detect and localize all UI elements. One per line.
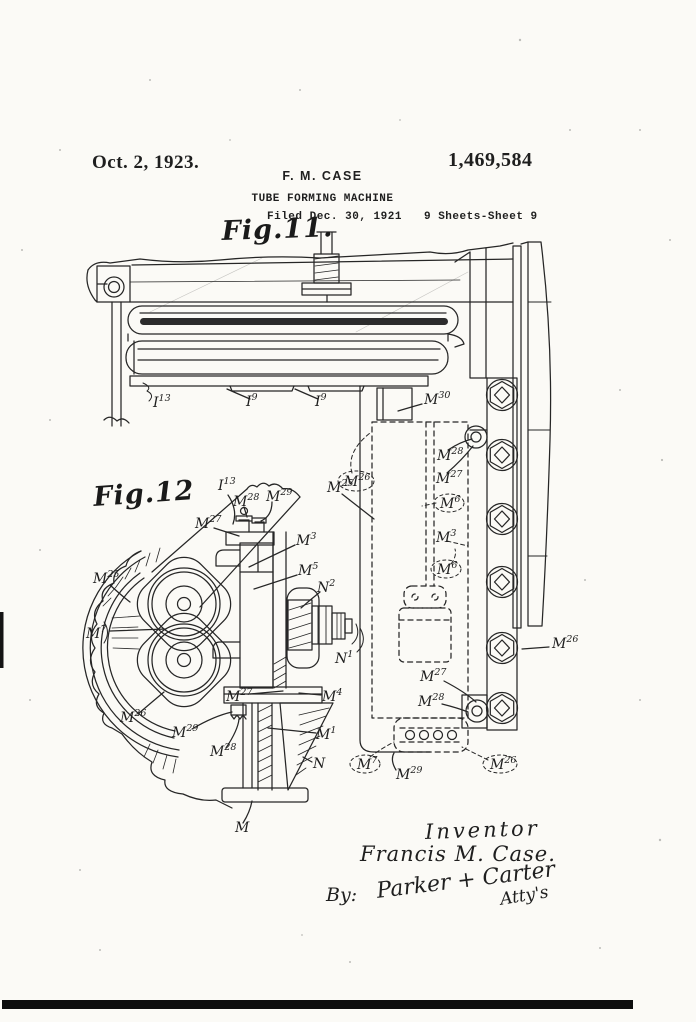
- ref-label-M28: M28: [417, 692, 444, 710]
- ref-label-M: M: [234, 820, 250, 836]
- ref-label-M26: M26: [119, 708, 146, 726]
- ref-label-M1: M1: [315, 725, 336, 743]
- ref-label-M29: M29: [265, 487, 292, 505]
- fig12-caption: Fig.12: [91, 475, 195, 513]
- ref-label-M25: M25: [92, 569, 119, 587]
- page-bottom-rule: [2, 1000, 633, 1009]
- scan-edge-mark: [0, 612, 4, 668]
- ref-label-M29: M29: [395, 765, 422, 783]
- inventor-heading: Inventor: [425, 816, 541, 844]
- fig11-caption: Fig.11.: [220, 212, 334, 247]
- ref-label-M5: M5: [297, 561, 318, 579]
- ref-label-N: N: [312, 756, 326, 772]
- ref-label-M30: M30: [423, 390, 450, 408]
- ref-label-I9: I9: [314, 392, 327, 410]
- ref-label-M26: M26: [551, 634, 578, 652]
- ref-label-I9: I9: [245, 392, 258, 410]
- ref-label-M27: M27: [435, 469, 463, 487]
- ref-label-M25: M25: [326, 478, 353, 496]
- ref-label-M3: M3: [435, 528, 456, 546]
- ref-label-M27: M27: [419, 667, 447, 685]
- ref-label-M28: M28: [232, 492, 259, 510]
- ref-label-M4: M4: [321, 687, 342, 705]
- ref-label-M6: M6: [436, 560, 457, 578]
- ref-label-M28: M28: [209, 742, 236, 760]
- fig12-drawing: [83, 483, 364, 823]
- ref-label-M7: M7: [85, 624, 107, 642]
- ref-label-N2: N2: [316, 578, 335, 596]
- ref-label-M29: M29: [171, 723, 198, 741]
- ref-label-I13: I13: [152, 393, 171, 411]
- by-label: By:: [326, 884, 357, 906]
- ref-label-M3: M3: [295, 531, 316, 549]
- ref-label-M6: M6: [439, 494, 460, 512]
- ref-label-N1: N1: [334, 649, 353, 667]
- ref-label-M27: M27: [225, 687, 253, 705]
- ref-label-I13: I13: [217, 476, 236, 494]
